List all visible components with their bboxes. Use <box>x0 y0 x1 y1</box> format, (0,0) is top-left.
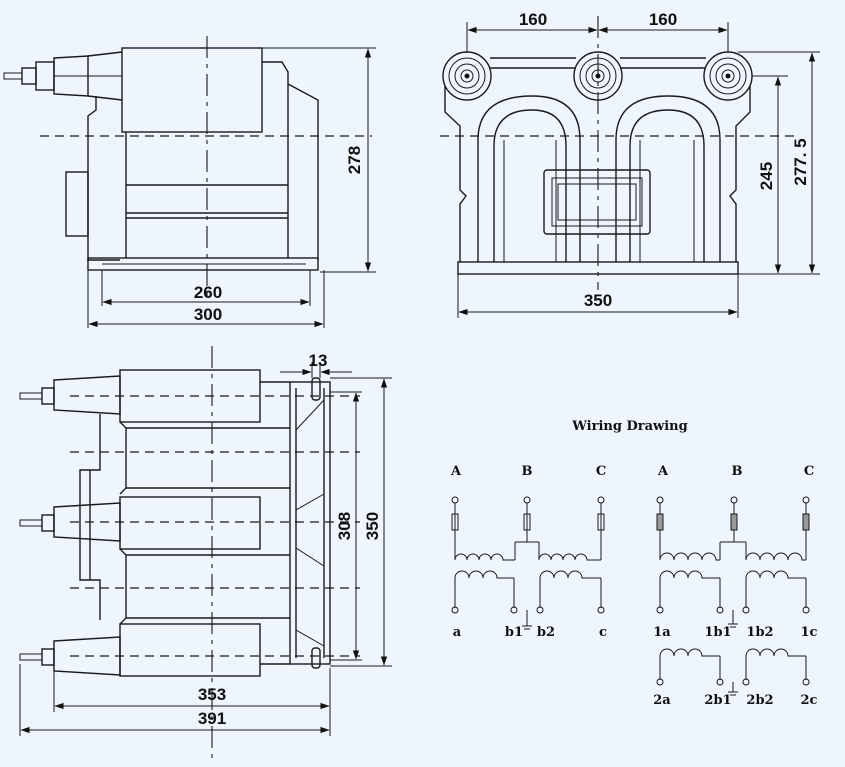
top-dim-width-label: 350 <box>584 291 612 310</box>
top-dim-left-pitch-label: 160 <box>519 10 547 29</box>
right-terminal-1b2: 1b2 <box>746 625 773 640</box>
wiring-right-scheme: A B C 1a 1b1 <box>653 464 817 708</box>
top-dim-mid-height-label: 245 <box>757 162 776 190</box>
right-phase-c: C <box>804 464 814 479</box>
right-phase-a: A <box>657 464 669 479</box>
side-bushing-middle <box>19 496 261 550</box>
side-view: 13 308 350 353 391 <box>19 346 392 760</box>
front-body <box>65 47 319 271</box>
side-dim-slot-label: 13 <box>309 351 328 370</box>
side-dim-inner-width-label: 353 <box>198 685 226 704</box>
wiring-title: Wiring Drawing <box>571 419 687 434</box>
right-terminal-1a: 1a <box>653 625 671 640</box>
right-terminal-1b1: 1b1 <box>704 625 731 640</box>
right-terminal-2c: 2c <box>801 693 818 708</box>
front-bushing <box>3 55 122 97</box>
top-body <box>444 57 751 275</box>
front-dimensions <box>87 47 376 328</box>
top-bushing-right <box>703 51 753 101</box>
front-view: 260 300 278 <box>3 36 376 328</box>
left-phase-a: A <box>450 464 462 479</box>
right-terminal-1c: 1c <box>801 625 818 640</box>
top-dimensions <box>457 26 820 318</box>
right-terminal-2a: 2a <box>653 693 671 708</box>
left-terminal-b2: b2 <box>537 625 555 640</box>
wiring-drawing: Wiring Drawing A B C <box>450 419 818 708</box>
top-bushing-left <box>442 51 492 101</box>
right-phase-b: B <box>732 464 743 479</box>
top-view: 160 160 350 245 277. 5 <box>440 10 820 318</box>
side-dim-inner-height-label: 308 <box>335 512 354 540</box>
left-terminal-b1: b1 <box>505 625 523 640</box>
side-bushing-bottom <box>19 623 261 677</box>
top-dim-right-pitch-label: 160 <box>649 10 677 29</box>
front-dim-height-label: 278 <box>345 146 364 174</box>
front-dim-base-label: 260 <box>194 283 222 302</box>
top-dim-total-height-label: 277. 5 <box>791 138 810 185</box>
side-dim-outer-width-label: 391 <box>198 709 226 728</box>
left-terminal-a: a <box>453 625 462 640</box>
front-dim-overall-label: 300 <box>194 305 222 324</box>
side-body <box>79 377 331 669</box>
side-dimensions <box>19 362 392 736</box>
side-dim-outer-height-label: 350 <box>363 512 382 540</box>
right-terminal-2b2: 2b2 <box>746 693 773 708</box>
left-phase-c: C <box>596 464 606 479</box>
right-terminal-2b1: 2b1 <box>704 693 731 708</box>
left-terminal-c: c <box>599 625 607 640</box>
left-phase-b: B <box>522 464 533 479</box>
wiring-left-scheme: A B C a b1 <box>450 464 607 640</box>
